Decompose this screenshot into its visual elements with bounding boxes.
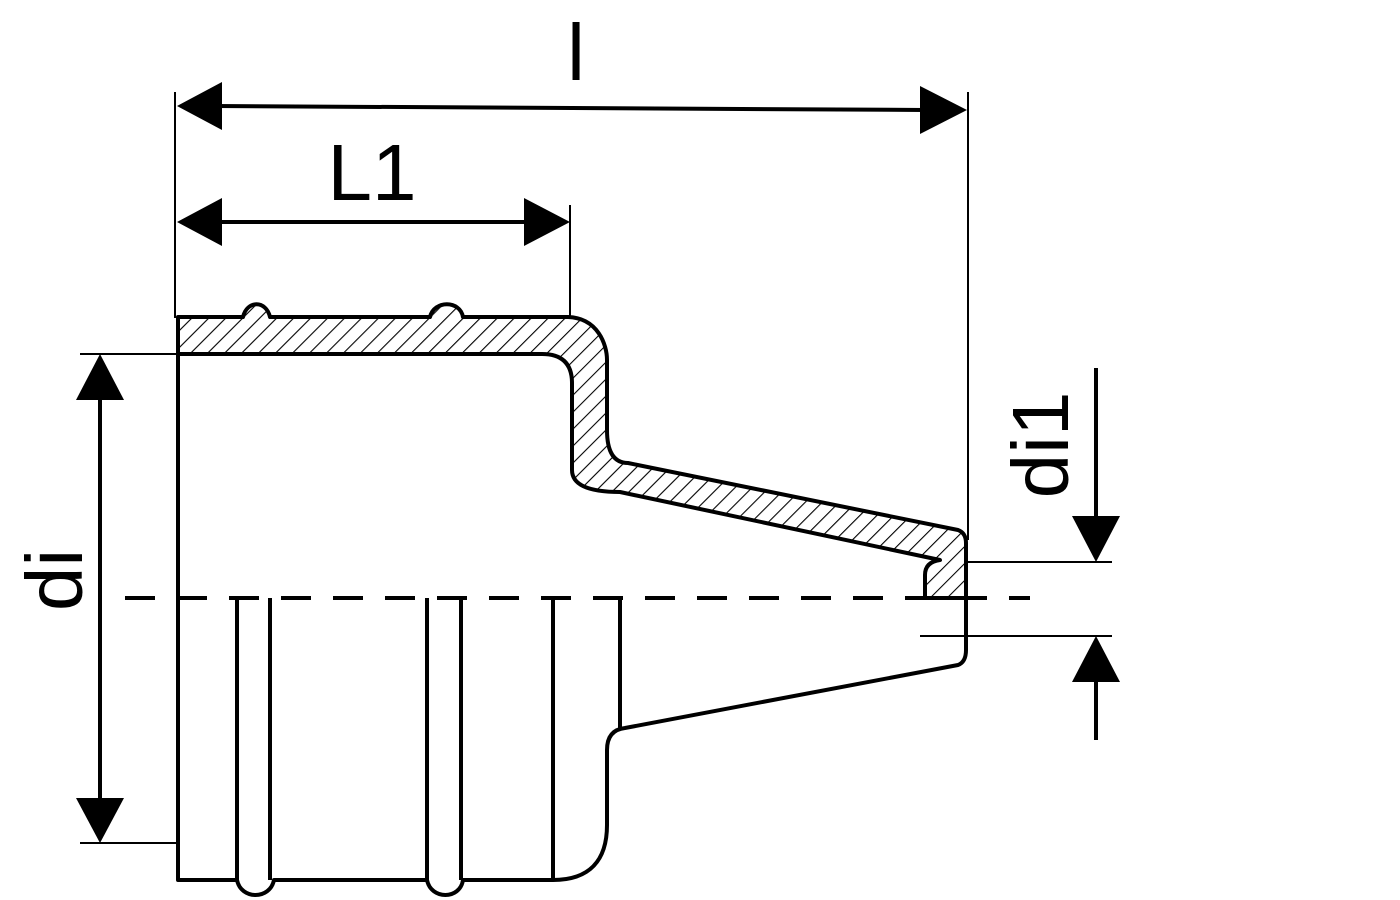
dimension-outlet-inner-diameter: di1 [996,368,1120,740]
lower-outline [176,354,968,897]
lower-outside-view [176,354,968,897]
inner-diameter-label: di [10,549,99,611]
extension-lines [80,92,1112,844]
overall-length-label: l [567,8,585,97]
insertion-length-label: L1 [328,128,417,217]
arrowhead [76,798,124,843]
dimension-overall-length: l [177,8,967,134]
dimension-insertion-length: L1 [177,128,570,246]
arrowhead [76,354,124,400]
dimension-inner-diameter: di [10,354,124,843]
arrowhead [177,82,222,130]
arrowhead [1072,516,1120,562]
upper-hatched-section [176,302,968,600]
arrowhead [524,198,570,246]
arrowhead [920,86,967,134]
outlet-inner-diameter-label: di1 [996,392,1085,499]
arrowhead [177,198,222,246]
arrowhead [1072,636,1120,682]
